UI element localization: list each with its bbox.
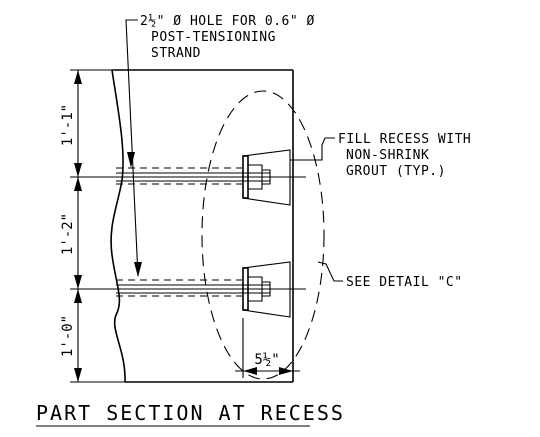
detail-c-ellipse (201, 90, 325, 380)
hole-note-leader (125, 19, 142, 277)
recess-dimension (235, 318, 300, 378)
dim-top: 1'-1" (60, 104, 76, 146)
strand-bottom (96, 261, 306, 318)
hole-note-line1: 2½" Ø HOLE FOR 0.6" Ø (140, 14, 315, 29)
detail-note: SEE DETAIL "C" (346, 275, 463, 290)
drawing-title: PART SECTION AT RECESS (36, 401, 345, 425)
vertical-dimensions (70, 69, 125, 383)
section-outline (110, 69, 294, 383)
detail-note-leader (317, 261, 343, 282)
hole-note-line2: POST-TENSIONING (151, 30, 276, 45)
hole-note-line3: STRAND (151, 46, 201, 61)
dim-middle: 1'-2" (60, 213, 76, 255)
dim-bottom: 1'-0" (60, 315, 76, 357)
fill-note-line3: GROUT (TYP.) (346, 164, 446, 179)
strand-top (96, 149, 306, 206)
fill-note-line1: FILL RECESS WITH (338, 132, 471, 147)
fill-note-line2: NON-SHRINK (346, 148, 429, 163)
dim-recess: 5½" (254, 352, 279, 368)
fill-note-leader (290, 137, 335, 161)
